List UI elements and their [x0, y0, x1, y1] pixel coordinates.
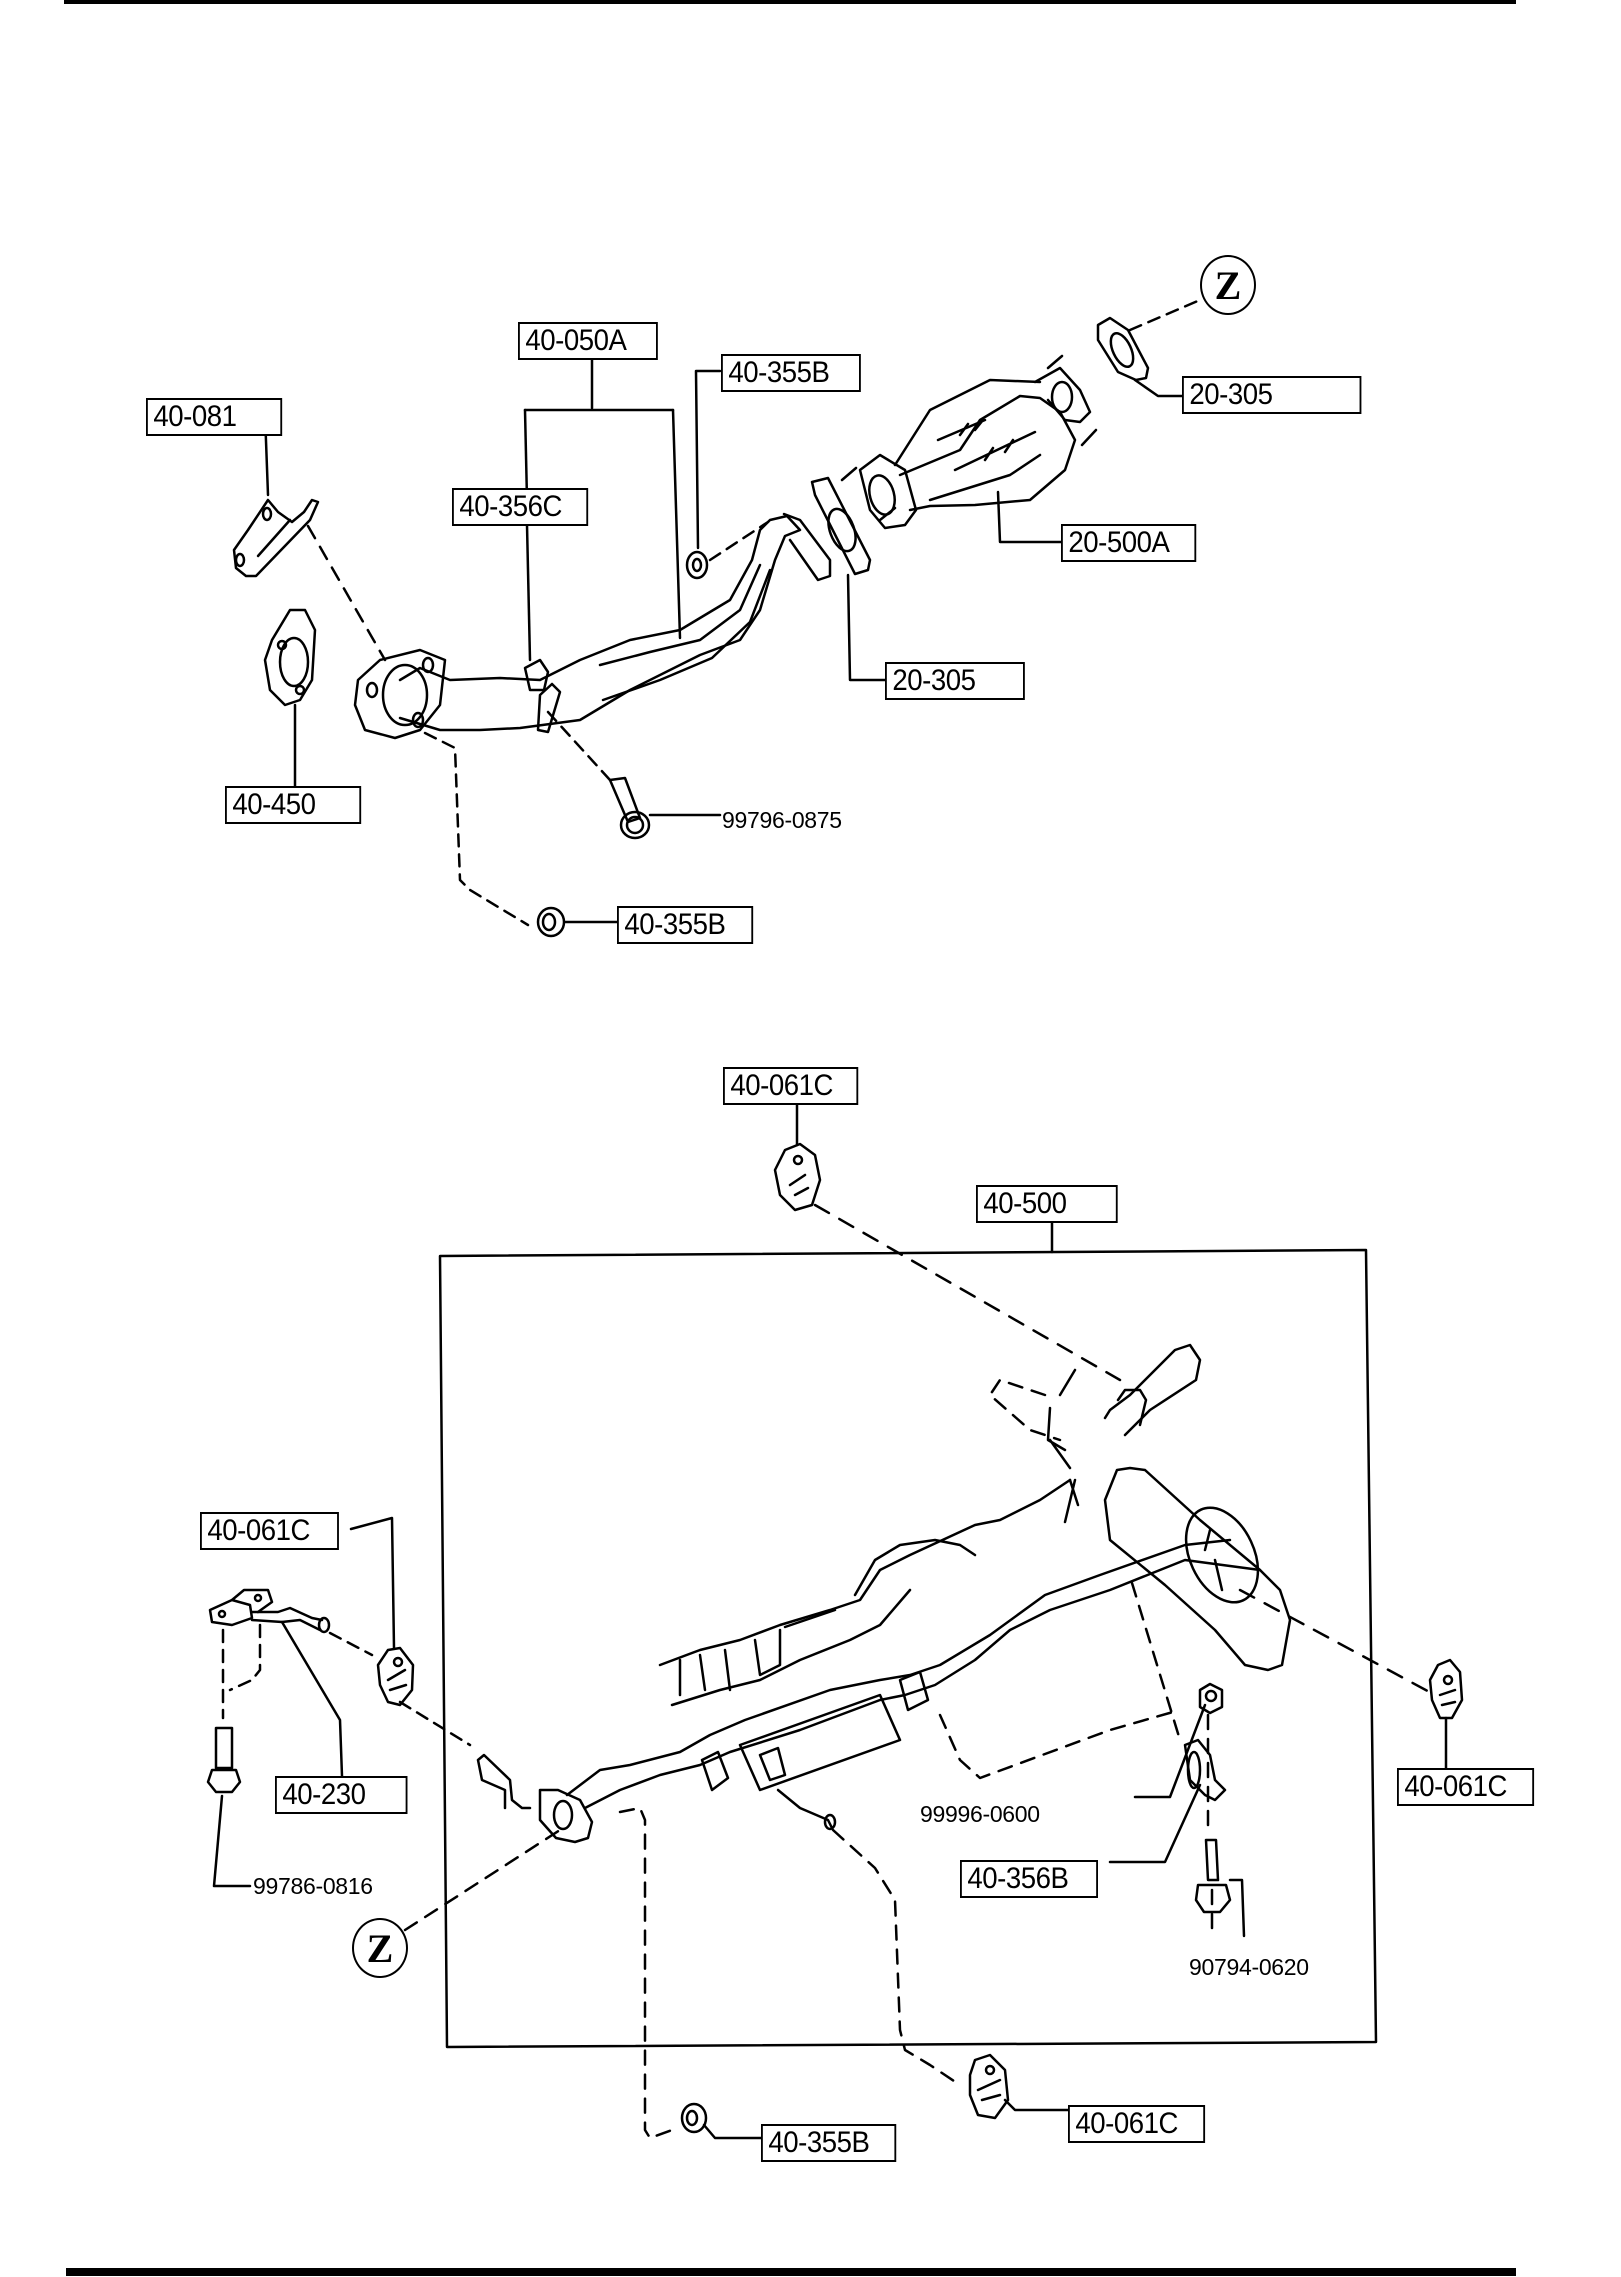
bracket-dash-line [306, 524, 387, 662]
gasket-mid-part [810, 476, 872, 576]
hanger-top-part [773, 1142, 822, 1212]
hanger-bracket-230-leader [280, 1620, 344, 1778]
bolt-90794-part [1194, 1838, 1246, 1938]
nut-top-leader [694, 369, 722, 550]
hanger-left-dash-b [398, 1700, 472, 1747]
catalytic-converter-part [840, 354, 1098, 530]
hanger-right-dash [1238, 1588, 1437, 1697]
hanger-left-leader [349, 1516, 396, 1650]
bracket-part [232, 498, 320, 578]
gasket-mid-leader [846, 573, 887, 682]
label-catalytic-converter[interactable]: 20-500A [1061, 524, 1197, 562]
front-pipe-part [353, 512, 832, 740]
nut-bottom-dash [618, 1806, 674, 2140]
bottom-rule [66, 2268, 1516, 2276]
label-hanger-top[interactable]: 40-061C [723, 1067, 859, 1105]
label-bracket[interactable]: 40-081 [146, 398, 283, 436]
clamp-dash-down [1206, 1713, 1214, 1937]
label-nut-top[interactable]: 40-355B [721, 354, 861, 392]
hanger-mid-dash [988, 1378, 1062, 1442]
z-top-dash [1128, 298, 1202, 332]
label-front-pipe[interactable]: 40-050A [518, 322, 658, 360]
bolt-left-part [206, 1726, 242, 1794]
nut-top-part [685, 550, 709, 580]
clamp-dash-up [1130, 1581, 1182, 1742]
gasket-rear-part [1096, 316, 1150, 382]
z-lower-dash [403, 1828, 562, 1932]
front-pipe-leader [523, 358, 682, 662]
catalytic-converter-leader [996, 490, 1063, 544]
muffler-part [1046, 1343, 1292, 1672]
main-pipe-part [476, 1538, 1262, 1844]
label-gasket-mid[interactable]: 20-305 [885, 662, 1025, 700]
hanger-top-dash [813, 1203, 1122, 1382]
label-clamp-356b[interactable]: 40-356B [960, 1860, 1098, 1898]
label-nut-bottom[interactable]: 40-355B [761, 2124, 897, 2162]
label-hanger-left[interactable]: 40-061C [200, 1512, 339, 1550]
label-hanger-bracket[interactable]: 40-230 [275, 1776, 408, 1814]
gasket-rear-leader [1133, 378, 1184, 398]
nut-99996-leader [1133, 1703, 1207, 1799]
label-manifold-gasket[interactable]: 40-450 [225, 786, 362, 824]
bolt-left-dash [221, 1623, 262, 1720]
label-nut-lower[interactable]: 40-355B [617, 906, 754, 944]
part-number-nut[interactable]: 99996-0600 [920, 1801, 1040, 1827]
bolt-part [608, 776, 722, 840]
label-hanger-right[interactable]: 40-061C [1397, 1768, 1535, 1806]
label-clamp-356c[interactable]: 40-356C [452, 488, 589, 526]
label-gasket-rear[interactable]: 20-305 [1182, 376, 1362, 414]
nut-bottom-part [680, 2102, 763, 2140]
hanger-right-part [1428, 1658, 1464, 1720]
nut-lower-part [536, 906, 619, 938]
label-hanger-bottom[interactable]: 40-061C [1068, 2105, 1206, 2143]
part-number-bolt[interactable]: 99796-0875 [722, 807, 842, 833]
hanger-bracket-230-part [208, 1588, 331, 1634]
pipe-dash-loop [938, 1708, 1182, 1780]
nut-lower-dash [423, 731, 530, 927]
part-number-bolt-left[interactable]: 99786-0816 [253, 1873, 373, 1899]
clamp-356b-leader [1108, 1783, 1202, 1864]
label-muffler-assembly[interactable]: 40-500 [976, 1185, 1118, 1223]
reference-marker-z-top: Z [1200, 255, 1256, 315]
reference-marker-z-lower: Z [352, 1918, 408, 1978]
top-rule [64, 0, 1516, 4]
bolt-left-leader [212, 1794, 252, 1888]
part-number-bolt-clamp[interactable]: 90794-0620 [1189, 1954, 1309, 1980]
bolt-dash-line [546, 710, 612, 782]
clamp-356b-part [1183, 1738, 1227, 1802]
hanger-bottom-part [968, 2053, 1070, 2120]
intermediate-pipe-part [658, 1478, 1080, 1707]
hanger-left-part [376, 1646, 415, 1707]
nut-99996-part [1198, 1682, 1224, 1715]
nut-top-dash [708, 520, 770, 562]
muffler-assembly-box [438, 1248, 1378, 2049]
hanger-left-dash-a [328, 1631, 374, 1657]
hanger-bottom-dash [831, 1828, 962, 2087]
manifold-gasket-part [263, 608, 317, 707]
